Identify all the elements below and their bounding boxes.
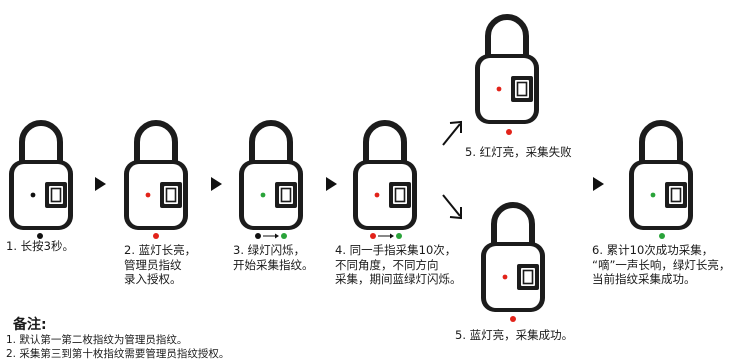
indicator-black-to-green [255,233,287,239]
indicator-dot-black [37,233,43,239]
indicator-dot-red [510,316,516,322]
flow-arrow-icon [211,177,222,191]
padlock-step-6 [629,120,693,230]
step-5-fail-caption: 5. 红灯亮，采集失败 [465,145,572,159]
padlock-step-3 [239,120,303,230]
indicator-red-to-green [370,233,402,239]
step-6-caption: 6. 累计10次成功采集， “嘀”一声长响，绿灯长亮， 当前指纹采集成功。 [592,243,731,286]
flow-arrow-icon [593,177,604,191]
padlock-step-4 [353,120,417,230]
step-2-caption: 2. 蓝灯长亮， 管理员指纹 录入授权。 [124,243,197,286]
padlock-step-1 [9,120,73,230]
note-item-2: 2. 采集第三到第十枚指纹需要管理员指纹授权。 [6,348,230,360]
note-item-1: 1. 默认第一第二枚指纹为管理员指纹。 [6,334,188,346]
indicator-dot-green [659,233,665,239]
padlock-step-2 [124,120,188,230]
padlock-step-5-fail [475,14,539,124]
indicator-dot-red [506,129,512,135]
padlock-step-5-success [481,202,545,312]
flow-arrow-icon [326,177,337,191]
step-3-caption: 3. 绿灯闪烁， 开始采集指纹。 [233,243,314,272]
notes-title: 备注: [13,317,47,333]
diagonal-arrow-up-icon [442,120,462,146]
flow-arrow-icon [95,177,106,191]
indicator-dot-red [153,233,159,239]
step-1-caption: 1. 长按3秒。 [6,239,74,253]
step-5-success-caption: 5. 蓝灯亮，采集成功。 [455,328,574,342]
diagonal-arrow-down-icon [442,194,462,220]
step-4-caption: 4. 同一手指采集10次， 不同角度，不同方向 采集，期间蓝绿灯闪烁。 [335,243,462,286]
